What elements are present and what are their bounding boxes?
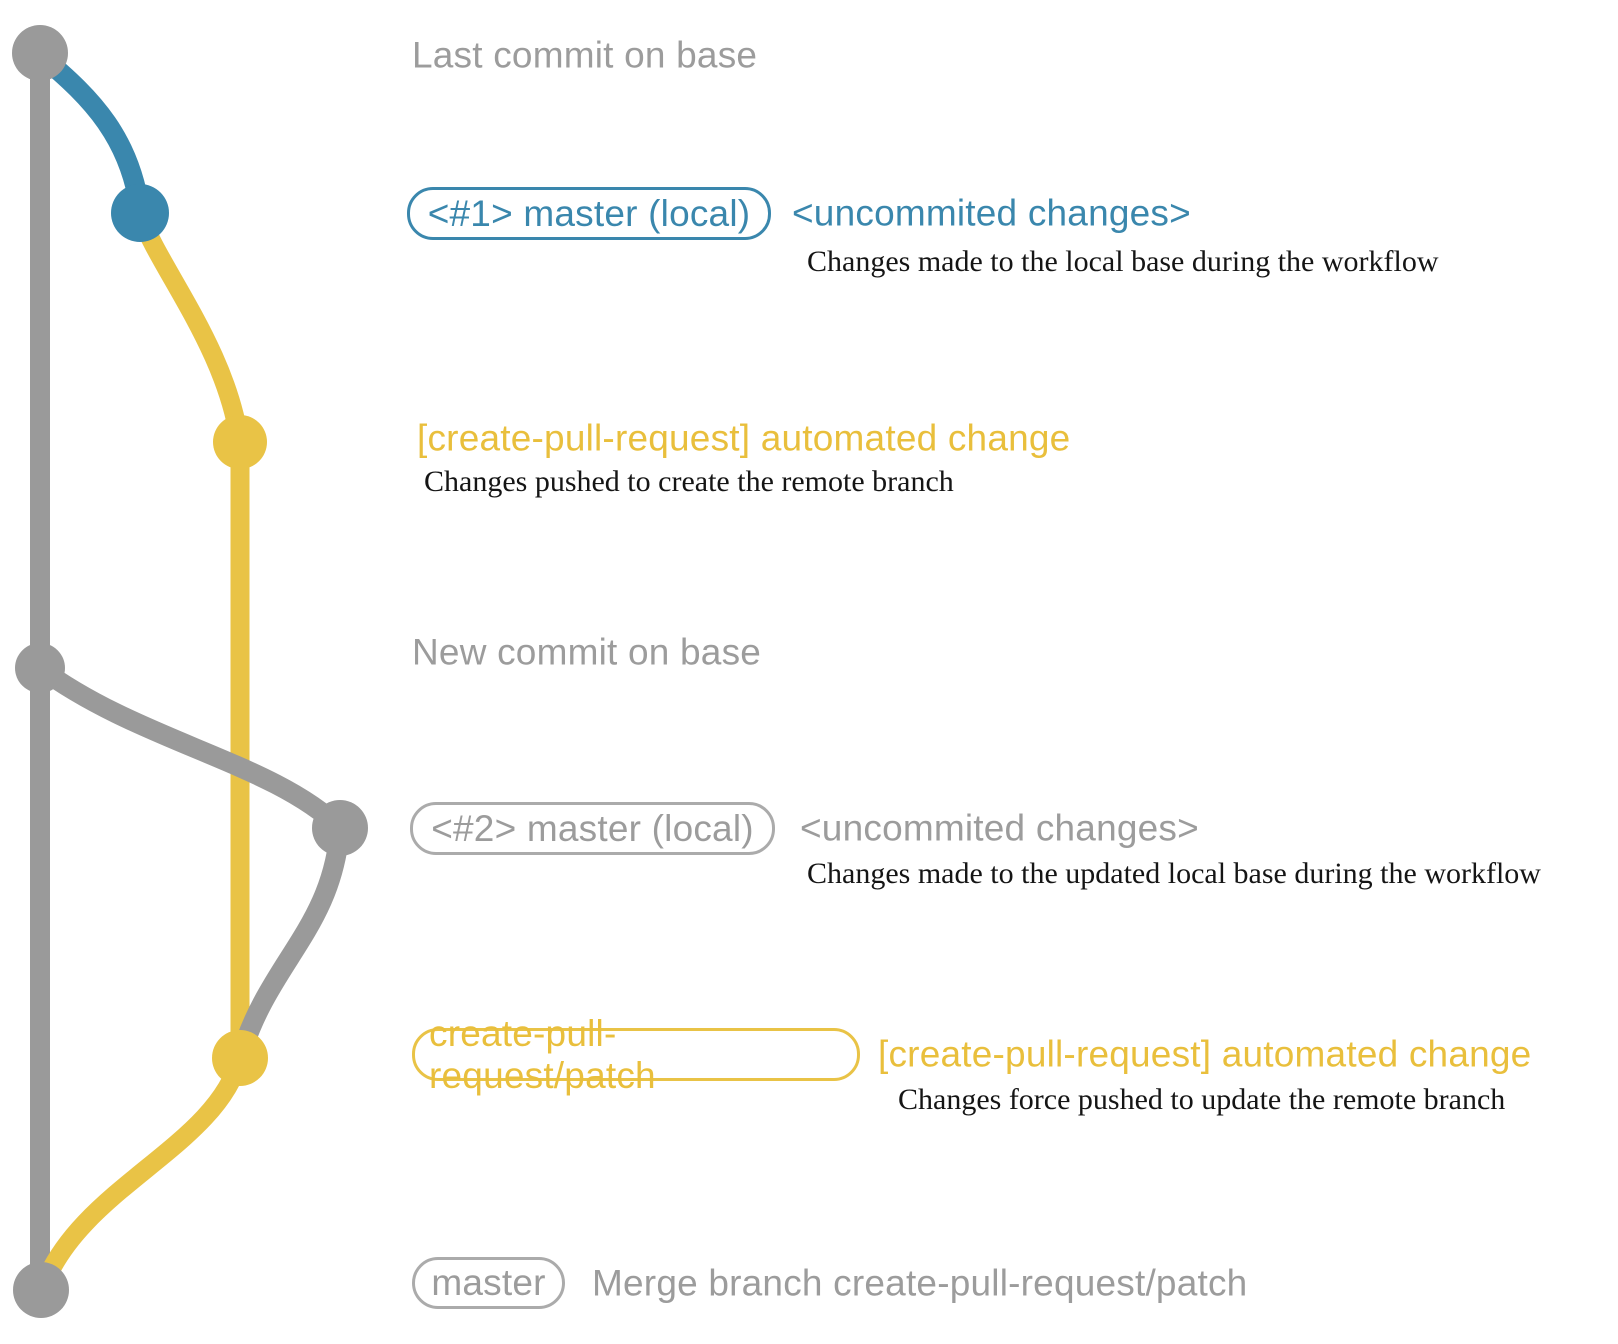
detail-uncommitted-changes-2: Changes made to the updated local base d… <box>807 857 1541 890</box>
commit-node-master-local-1 <box>111 184 169 242</box>
detail-uncommitted-changes-1: Changes made to the local base during th… <box>807 245 1439 278</box>
badge-patch-branch-label: create-pull-request/patch <box>429 1012 656 1096</box>
note-uncommitted-changes-2: <uncommited changes> <box>800 807 1199 849</box>
rebase-curve-out <box>34 659 347 836</box>
badge-master-local-1: <#1> master (local) <box>407 187 771 240</box>
commit-node-patch-update <box>212 1030 268 1086</box>
note-automated-change-1: [create-pull-request] automated change <box>417 417 1071 459</box>
commit-node-master-local-2 <box>312 800 368 856</box>
commit-node-last-base <box>12 25 68 81</box>
commit-node-merge <box>13 1262 69 1318</box>
badge-master-label: master <box>431 1262 546 1303</box>
badge-patch-branch: create-pull-request/patch <box>412 1013 860 1096</box>
detail-merge-branch: Merge branch create-pull-request/patch <box>592 1262 1248 1304</box>
commit-node-new-base <box>15 643 65 693</box>
patch-create-curve <box>131 211 250 447</box>
detail-automated-change-1: Changes pushed to create the remote bran… <box>424 465 954 498</box>
label-new-commit-on-base: New commit on base <box>412 631 762 673</box>
rebase-curve-in <box>230 827 350 1061</box>
commit-node-patch-create <box>213 415 267 469</box>
note-uncommitted-changes-1: <uncommited changes> <box>792 192 1191 234</box>
local-changes-curve-1 <box>33 47 150 212</box>
badge-master: master <box>412 1257 565 1309</box>
label-last-commit-on-base: Last commit on base <box>412 34 758 76</box>
badge-master-local-1-label: <#1> master (local) <box>427 192 751 234</box>
merge-curve <box>33 1055 250 1294</box>
detail-automated-change-2: Changes force pushed to update the remot… <box>898 1083 1506 1116</box>
note-automated-change-2: [create-pull-request] automated change <box>878 1033 1532 1075</box>
badge-master-local-2-label: <#2> master (local) <box>431 807 754 849</box>
badge-master-local-2: <#2> master (local) <box>410 802 775 855</box>
